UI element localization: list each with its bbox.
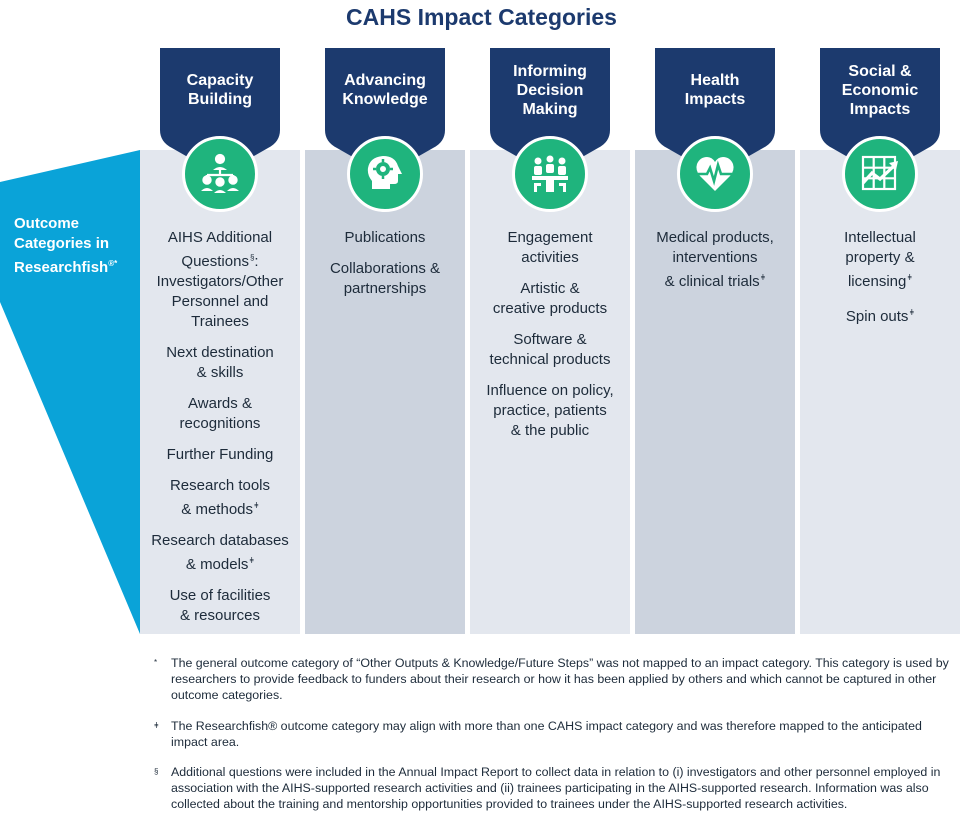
footnote-mark: ǂ (154, 721, 159, 730)
growth-chart-icon (842, 136, 918, 212)
footnote-mark-double-dagger: ǂ (249, 556, 255, 565)
column-bg-capacity (140, 150, 300, 634)
page-title: CAHS Impact Categories (346, 4, 617, 30)
list-item: Software &technical products (489, 331, 611, 368)
outcome-categories-label: Outcome Categories in Researchfish®* (14, 215, 118, 276)
list-item: Next destination& skills (166, 344, 274, 381)
banner-shape-capacity (160, 48, 280, 174)
list-item: AIHS Additional Questions§: Investigator… (156, 229, 284, 330)
footnote-mark-double-dagger: ǂ (909, 308, 915, 317)
footnote-additional-questions: § Additional questions were included in … (154, 764, 954, 812)
footnote-text: The general outcome category of “Other O… (171, 656, 949, 702)
people-network-icon (182, 136, 258, 212)
heart-pulse-icon (677, 136, 753, 212)
banner-shape-health (655, 48, 775, 174)
footnote-mapping: ǂ The Researchfish® outcome category may… (154, 718, 954, 750)
footnote-text: The Researchfish® outcome category may a… (171, 719, 922, 749)
outcome-label-marks: ®* (108, 259, 118, 268)
items-health: Medical products, interventions & clinic… (635, 228, 795, 303)
list-item: Publications (344, 229, 426, 246)
footnote-mark-double-dagger: ǂ (907, 273, 913, 282)
items-capacity: AIHS Additional Questions§: Investigator… (140, 228, 300, 637)
column-bg-decision (470, 150, 630, 634)
footnote-mark: * (154, 658, 158, 667)
banner-shape-decision (490, 48, 610, 174)
banner-shape-knowledge (325, 48, 445, 174)
column-bg-health (635, 150, 795, 634)
list-item: Artistic &creative products (492, 280, 608, 317)
head-gear-icon (347, 136, 423, 212)
list-item: Collaborations &partnerships (329, 260, 441, 297)
meeting-icon (512, 136, 588, 212)
list-item: Influence on policy,practice, patients& … (486, 382, 614, 439)
footnote-mark-double-dagger: ǂ (760, 273, 766, 282)
footnote-mark-double-dagger: ǂ (254, 501, 259, 510)
footnote-other-outputs: * The general outcome category of “Other… (154, 655, 954, 703)
column-bg-social (800, 150, 960, 634)
list-item: Use of facilities& resources (169, 587, 271, 624)
footnote-mark-section: § (249, 253, 255, 262)
list-item: Research databases & modelsǂ (151, 532, 289, 573)
list-item: Medical products, interventions & clinic… (656, 229, 774, 290)
list-item: Spin outsǂ (845, 308, 915, 325)
banner-shape-social (820, 48, 940, 174)
list-item: Further Funding (166, 446, 274, 463)
list-item: Intellectual property & licensingǂ (844, 229, 916, 290)
list-item: Research tools & methodsǂ (169, 477, 271, 518)
footnote-text: Additional questions were included in th… (171, 765, 941, 811)
footnote-mark: § (154, 767, 159, 776)
items-social: Intellectual property & licensingǂ Spin … (800, 228, 960, 338)
column-bg-knowledge (305, 150, 465, 634)
items-knowledge: Publications Collaborations &partnership… (305, 228, 465, 310)
list-item: Awards &recognitions (179, 395, 261, 432)
